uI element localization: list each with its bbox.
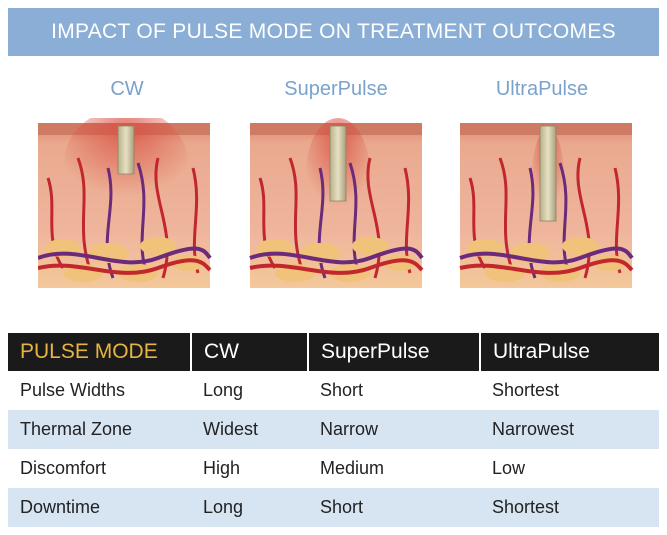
table-cell: Narrow	[308, 410, 480, 449]
table-cell: Shortest	[480, 488, 659, 527]
pulse-mode-table: PULSE MODE CW SuperPulse UltraPulse Puls…	[8, 333, 659, 527]
page-title: IMPACT OF PULSE MODE ON TREATMENT OUTCOM…	[51, 20, 616, 43]
table-row: Pulse Widths Long Short Shortest	[8, 371, 659, 410]
table-cell: Short	[308, 488, 480, 527]
table-header-superpulse: SuperPulse	[308, 333, 481, 371]
block-ultrapulse	[459, 123, 634, 288]
mode-label-superpulse: SuperPulse	[284, 78, 388, 100]
table-cell: Long	[191, 488, 308, 527]
row-label: Discomfort	[20, 458, 107, 478]
table-cell: Medium	[320, 458, 385, 478]
row-label: Downtime	[8, 488, 191, 527]
mode-label-cw: CW	[110, 78, 144, 100]
table-row: Discomfort High Medium Low	[8, 449, 659, 488]
block-superpulse	[249, 118, 424, 288]
skin-cross-section-illustrations	[38, 118, 634, 288]
table-cell: Widest	[191, 410, 308, 449]
table-cell: Low	[492, 458, 526, 478]
table-header-cw: CW	[191, 333, 309, 371]
mode-label-ultrapulse: UltraPulse	[495, 78, 589, 100]
block-cw	[38, 118, 212, 288]
table-cell: Short	[320, 380, 364, 400]
table-cell: Narrowest	[480, 410, 659, 449]
table-header-ultrapulse: UltraPulse	[480, 333, 659, 371]
table-cell: High	[203, 458, 241, 478]
row-label: Pulse Widths	[20, 380, 126, 400]
title-banner: IMPACT OF PULSE MODE ON TREATMENT OUTCOM…	[8, 8, 659, 56]
row-label: Thermal Zone	[8, 410, 191, 449]
table-header-pulse-mode: PULSE MODE	[8, 333, 192, 371]
table-row: Downtime Long Short Shortest	[8, 488, 659, 527]
table-cell: Shortest	[492, 380, 560, 400]
mode-labels: CW SuperPulse UltraPulse	[0, 78, 667, 108]
table-row: Thermal Zone Widest Narrow Narrowest	[8, 410, 659, 449]
table-header-row: PULSE MODE CW SuperPulse UltraPulse	[8, 333, 659, 371]
table-cell: Long	[203, 380, 244, 400]
